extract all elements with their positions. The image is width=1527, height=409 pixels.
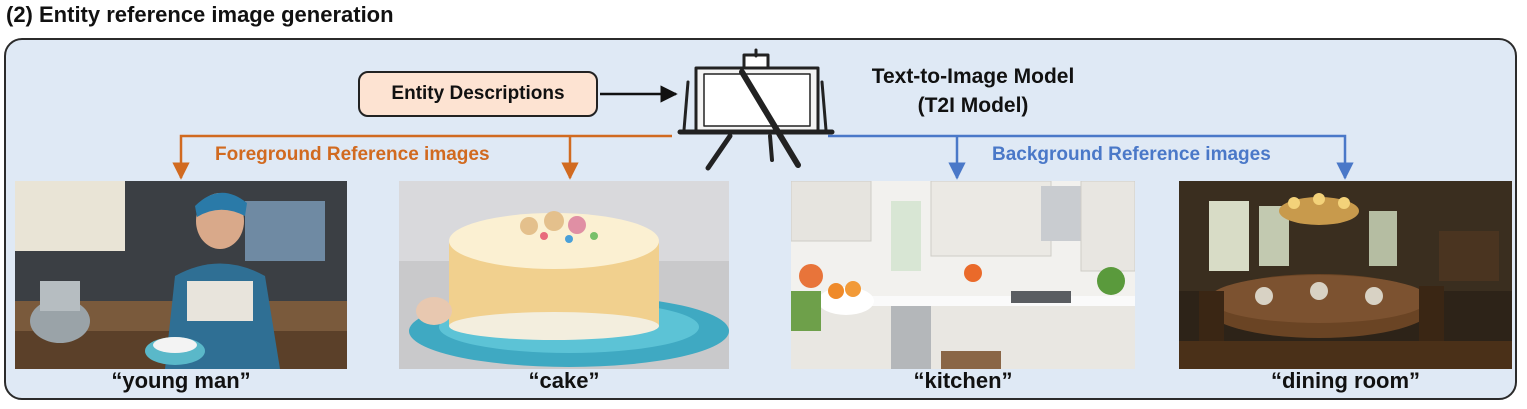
- entity-descriptions-box: Entity Descriptions: [358, 71, 598, 117]
- t2i-model-line1: Text-to-Image Model: [871, 65, 1075, 88]
- dining-room-photo: [1179, 181, 1512, 369]
- kitchen-photo: [791, 181, 1135, 369]
- t2i-model-line2: (T2I Model): [917, 94, 1029, 117]
- entity-descriptions-label: Entity Descriptions: [391, 83, 565, 104]
- dining-room-caption: “dining room”: [1270, 368, 1421, 393]
- kitchen-caption: “kitchen”: [913, 368, 1013, 393]
- foreground-label: Foreground Reference images: [215, 144, 490, 165]
- background-label: Background Reference images: [992, 144, 1271, 165]
- t2i-model-label: Text-to-Image Model (T2I Model): [828, 62, 1118, 120]
- young-man-caption: “young man”: [111, 368, 251, 393]
- cake-photo: [399, 181, 729, 369]
- young-man-photo: [15, 181, 347, 369]
- section-title: (2) Entity reference image generation: [6, 2, 394, 27]
- cake-caption: “cake”: [528, 368, 600, 393]
